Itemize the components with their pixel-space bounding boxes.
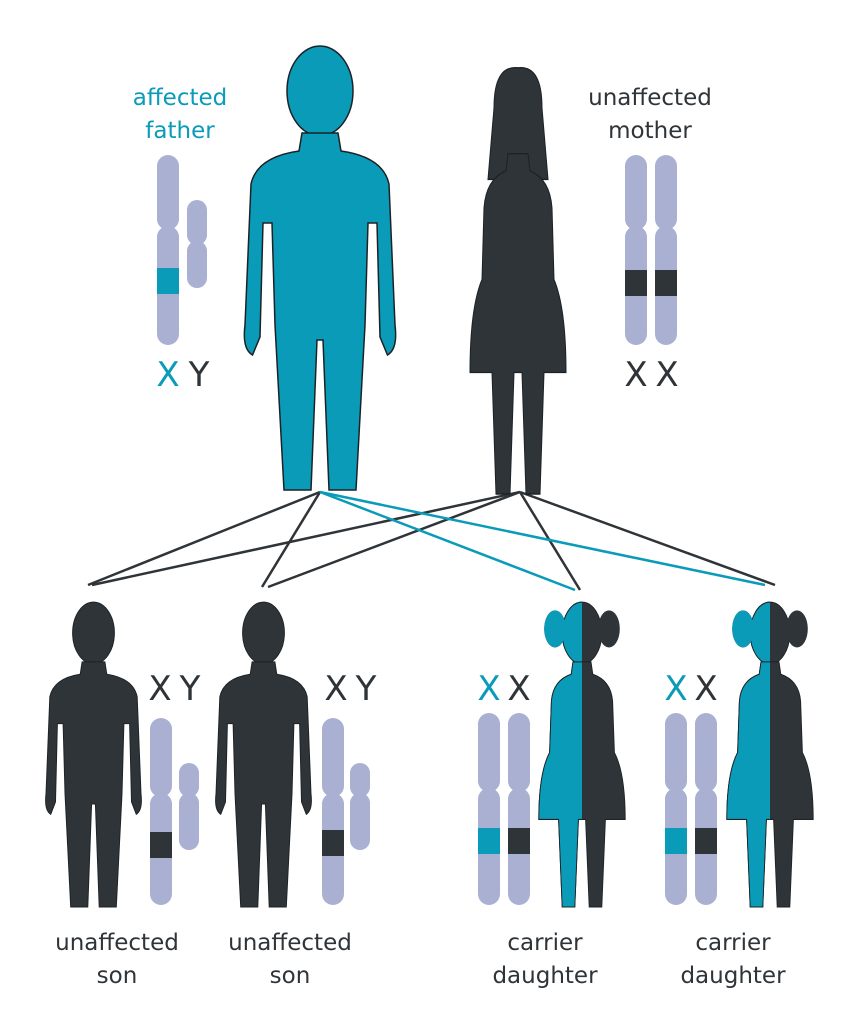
inheritance-lines <box>87 490 776 592</box>
son2-x-chromosome-arm <box>322 718 344 797</box>
father-x-chromosome <box>157 155 179 345</box>
son2-label-line1: unaffected <box>228 930 352 956</box>
mother-x1-chromosome-arm <box>625 155 647 230</box>
son1-y-chromosome <box>179 763 199 850</box>
carrier-daughter-figure-half-pigtail <box>544 610 566 648</box>
mother-x2-chromosome-arm <box>655 155 677 230</box>
daughter2-x1-chromosome-gene-band <box>665 828 687 854</box>
unaffected-son-figure-body <box>215 661 312 908</box>
inheritance-line <box>519 490 776 587</box>
carrier-daughter-figure-half-body <box>538 661 582 908</box>
mother-x1-chromosome-gene-band <box>625 270 647 296</box>
son1-x-label: X <box>148 669 171 709</box>
mother-x2-chromosome <box>655 155 677 345</box>
daughter1-x2-chromosome-gene-band <box>508 828 530 854</box>
unaffected-mother-figure-hair <box>487 67 549 181</box>
inheritance-line-affected <box>319 490 766 587</box>
daughter2-x2-chromosome-arm <box>695 713 717 792</box>
son2-x-chromosome-gene-band <box>322 830 344 856</box>
mother-label-line2: mother <box>608 118 692 144</box>
daughter2-x1-chromosome <box>665 713 687 905</box>
son2-x-label: X <box>324 669 347 709</box>
inheritance-line <box>91 490 521 587</box>
carrier-daughter-figure-half <box>726 601 770 908</box>
son1-label-line1: unaffected <box>55 930 179 956</box>
father-x-chromosome-arm <box>157 155 179 230</box>
mother-x2-chromosome-gene-band <box>655 270 677 296</box>
daughter1-x2-chromosome-arm <box>508 713 530 792</box>
father-y-label: Y <box>188 355 210 395</box>
daughter1-x1-label: X <box>477 669 500 709</box>
daughter2-x1-chromosome-arm <box>665 713 687 792</box>
daughter2-x1-label: X <box>664 669 687 709</box>
daughter1-x1-chromosome-arm <box>478 713 500 792</box>
affected-father-figure <box>243 45 397 491</box>
carrier-daughter-figure-pigtail <box>598 610 620 648</box>
son1-y-chromosome-arm <box>179 793 199 850</box>
mother-x1-label: X <box>624 355 647 395</box>
unaffected-mother-figure-body <box>469 152 567 495</box>
father-label-line2: father <box>145 118 215 144</box>
father-y-chromosome-arm <box>187 241 207 288</box>
carrier-daughter-figure-pigtail <box>786 610 808 648</box>
mother-x1-chromosome <box>625 155 647 345</box>
son1-x-chromosome <box>150 718 172 905</box>
affected-father-figure-head <box>286 45 354 137</box>
carrier-daughter-affected-half <box>726 601 770 908</box>
unaffected-son-figure-head <box>242 601 285 665</box>
inheritance-line <box>267 490 521 589</box>
son1-y-label: Y <box>179 669 201 709</box>
daughter1-label-line2: daughter <box>492 963 598 989</box>
daughter1-x1-chromosome-gene-band <box>478 828 500 854</box>
father-x-label: X <box>156 355 179 395</box>
daughter2-label-line1: carrier <box>695 930 771 956</box>
daughter1-x1-chromosome <box>478 713 500 905</box>
unaffected-son-figure <box>45 601 142 908</box>
son1-x-chromosome-arm <box>150 718 172 797</box>
father-label-line1: affected <box>133 85 228 111</box>
son2-y-chromosome-arm <box>350 763 370 797</box>
daughter2-x2-chromosome-gene-band <box>695 828 717 854</box>
daughter1-x2-chromosome <box>508 713 530 905</box>
daughter2-x2-chromosome <box>695 713 717 905</box>
father-y-chromosome-arm <box>187 200 207 245</box>
carrier-daughter-affected-half <box>538 601 582 908</box>
carrier-daughter-figure-half-pigtail <box>732 610 754 648</box>
daughter1-label-line1: carrier <box>507 930 583 956</box>
inheritance-line-affected <box>319 490 576 592</box>
father-x-chromosome-gene-band <box>157 268 179 294</box>
inheritance-line <box>260 491 322 588</box>
mother-label-line1: unaffected <box>588 85 712 111</box>
father-y-chromosome <box>187 200 207 288</box>
carrier-daughter-figure-half <box>538 601 582 908</box>
son2-y-chromosome <box>350 763 370 850</box>
son1-y-chromosome-arm <box>179 763 199 797</box>
son2-y-chromosome-arm <box>350 793 370 850</box>
unaffected-son-figure <box>215 601 312 908</box>
son1-label-line2: son <box>97 963 138 989</box>
inheritance-line <box>87 490 321 587</box>
figures <box>45 45 814 908</box>
unaffected-son-figure-head <box>72 601 115 665</box>
carrier-daughter-figure-half-body <box>726 661 770 908</box>
unaffected-mother-figure <box>469 67 567 495</box>
affected-father-figure-body <box>243 132 397 491</box>
daughter1-x2-label: X <box>507 669 530 709</box>
chromosomes <box>150 155 717 905</box>
mother-x2-label: X <box>655 355 678 395</box>
unaffected-son-figure-body <box>45 661 142 908</box>
son1-x-chromosome-gene-band <box>150 832 172 858</box>
daughter2-label-line2: daughter <box>680 963 786 989</box>
daughter2-x2-label: X <box>694 669 717 709</box>
son2-x-chromosome <box>322 718 344 905</box>
son2-y-label: Y <box>355 669 377 709</box>
son2-label-line2: son <box>270 963 311 989</box>
